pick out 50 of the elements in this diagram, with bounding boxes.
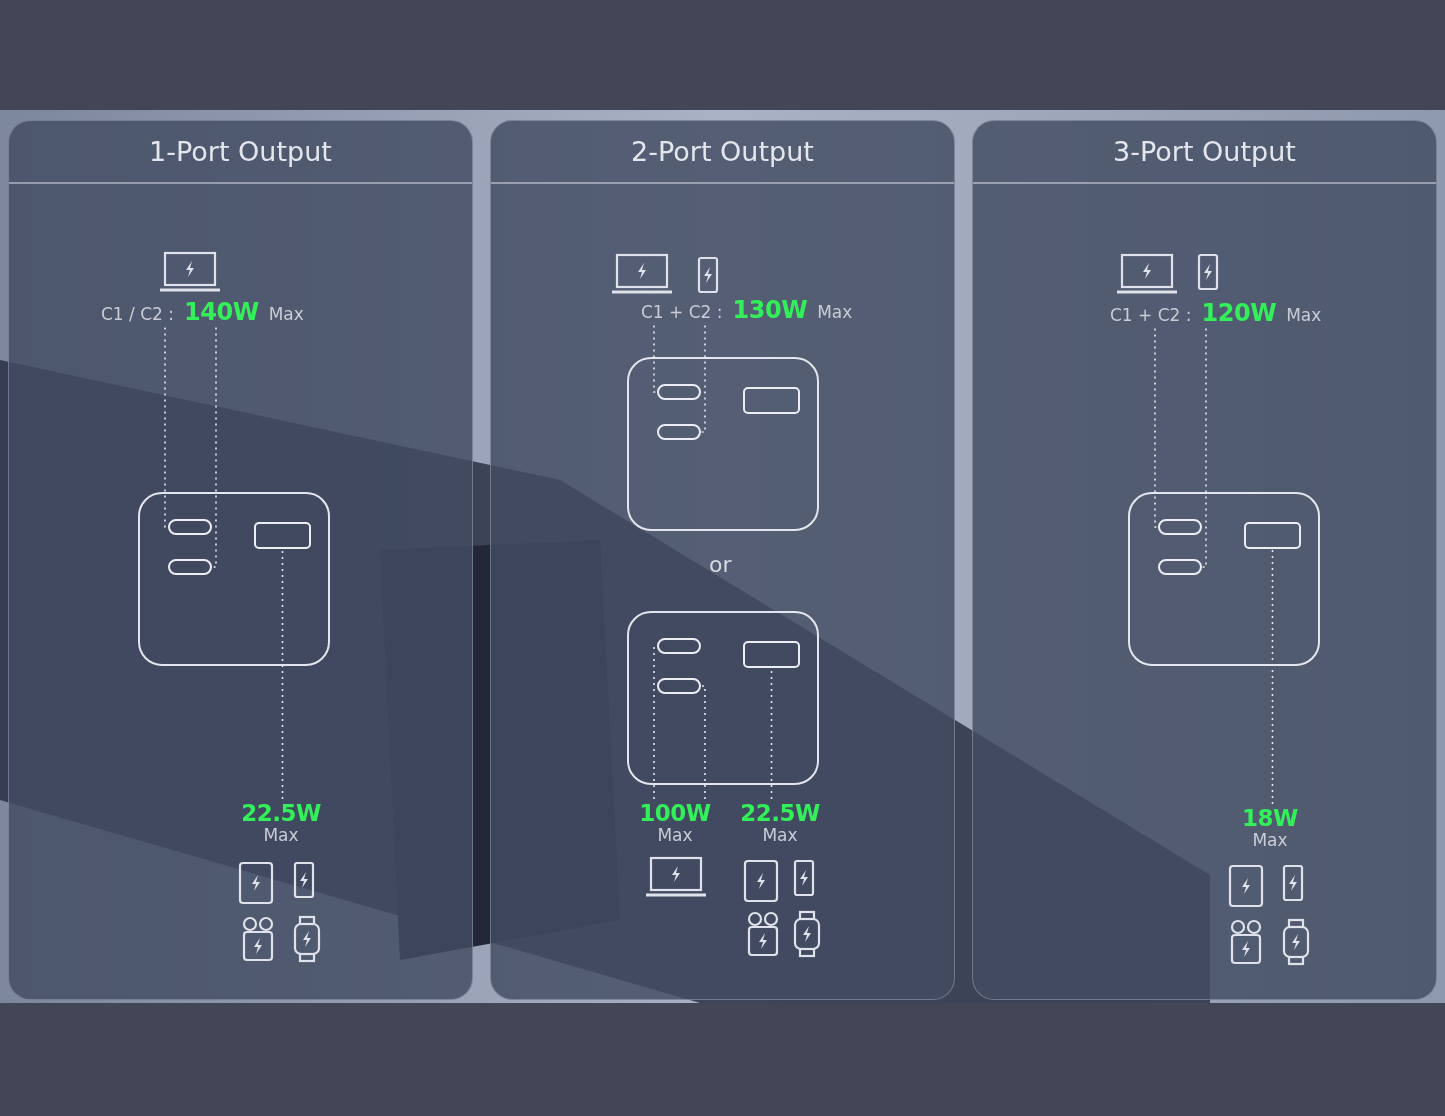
port-panel [627, 357, 819, 531]
output-panel [972, 120, 1437, 1000]
max-label: Max [762, 826, 798, 845]
usb-c-port [657, 384, 701, 400]
usb-c-port [657, 638, 701, 654]
max-label: Max [1286, 306, 1322, 325]
panel-title: 3-Port Output [1113, 136, 1296, 167]
power-value: 100W [639, 801, 711, 827]
leader-line [164, 326, 169, 528]
usb-a-port [1244, 522, 1301, 549]
leader-line [653, 324, 658, 393]
power-value: 120W [1201, 300, 1277, 327]
leader-line [1201, 327, 1207, 568]
usb-a-port [254, 522, 311, 549]
leader-line [653, 645, 658, 800]
max-label: Max [1252, 831, 1288, 850]
port-panel [138, 492, 330, 666]
leader-line [211, 326, 217, 568]
usb-c-port [657, 424, 701, 440]
port-panel [1128, 492, 1320, 666]
power-value: 140W [184, 299, 259, 326]
power-value: 22.5W [740, 801, 820, 827]
port-label: C1 / C2 : [101, 304, 175, 324]
usb-c-port [1158, 519, 1202, 535]
leader-line [700, 324, 706, 433]
usb-c-port [1158, 559, 1202, 575]
power-value: 130W [732, 297, 808, 324]
leader-line [281, 548, 284, 800]
max-label: Max [817, 303, 853, 322]
panel-title: 2-Port Output [631, 136, 814, 167]
output-panel [490, 120, 955, 1000]
panel-title: 1-Port Output [149, 136, 332, 167]
output-panel [8, 120, 473, 1000]
usb-c-port [657, 678, 701, 694]
max-label: Max [268, 305, 304, 324]
max-label: Max [263, 826, 299, 845]
leader-line [700, 685, 706, 800]
leader-line [1271, 548, 1274, 805]
usb-c-port [168, 559, 212, 575]
leader-line [1154, 327, 1159, 528]
port-label: C1 + C2 : [1110, 305, 1192, 325]
usb-a-port [743, 641, 800, 668]
port-label: C1 + C2 : [641, 302, 723, 322]
port-panel [627, 611, 819, 785]
power-value: 22.5W [241, 801, 321, 827]
power-value: 18W [1242, 806, 1298, 832]
or-label: or [709, 552, 732, 577]
usb-c-port [168, 519, 212, 535]
usb-a-port [743, 387, 800, 414]
max-label: Max [657, 826, 693, 845]
